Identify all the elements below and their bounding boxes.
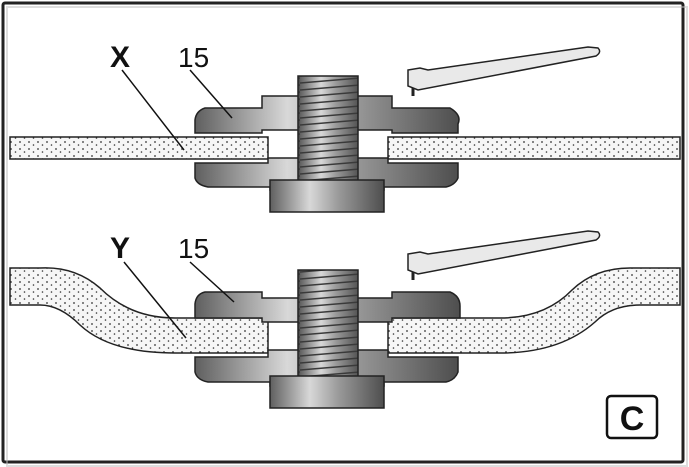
- pin-spanner-wrench-icon-bottom: [407, 230, 601, 275]
- bolt-head-top: [269, 179, 385, 213]
- bottom-assembly: Y 15: [9, 230, 681, 409]
- panel-label: C: [605, 394, 659, 440]
- callout-number-15-top: 15: [178, 42, 209, 73]
- flat-disc-right: [387, 136, 681, 160]
- spindle-bolt-bottom: [297, 269, 359, 381]
- callout-number-15-bottom: 15: [178, 233, 209, 264]
- spindle-bolt-top: [297, 75, 359, 187]
- callout-line-15-top: [189, 69, 233, 119]
- depressed-disc-right: [387, 267, 681, 354]
- pin-spanner-wrench-icon: [407, 46, 601, 91]
- top-assembly: X 15: [9, 41, 681, 213]
- callout-line-15-bottom: [189, 261, 235, 303]
- bolt-head-bottom: [269, 375, 385, 409]
- callout-letter-y: Y: [110, 232, 130, 265]
- callout-letter-x: X: [110, 41, 130, 74]
- flat-disc-left: [9, 136, 269, 160]
- callout-line-y: [123, 261, 187, 339]
- panel-letter: C: [620, 400, 645, 438]
- callout-line-x: [121, 69, 185, 151]
